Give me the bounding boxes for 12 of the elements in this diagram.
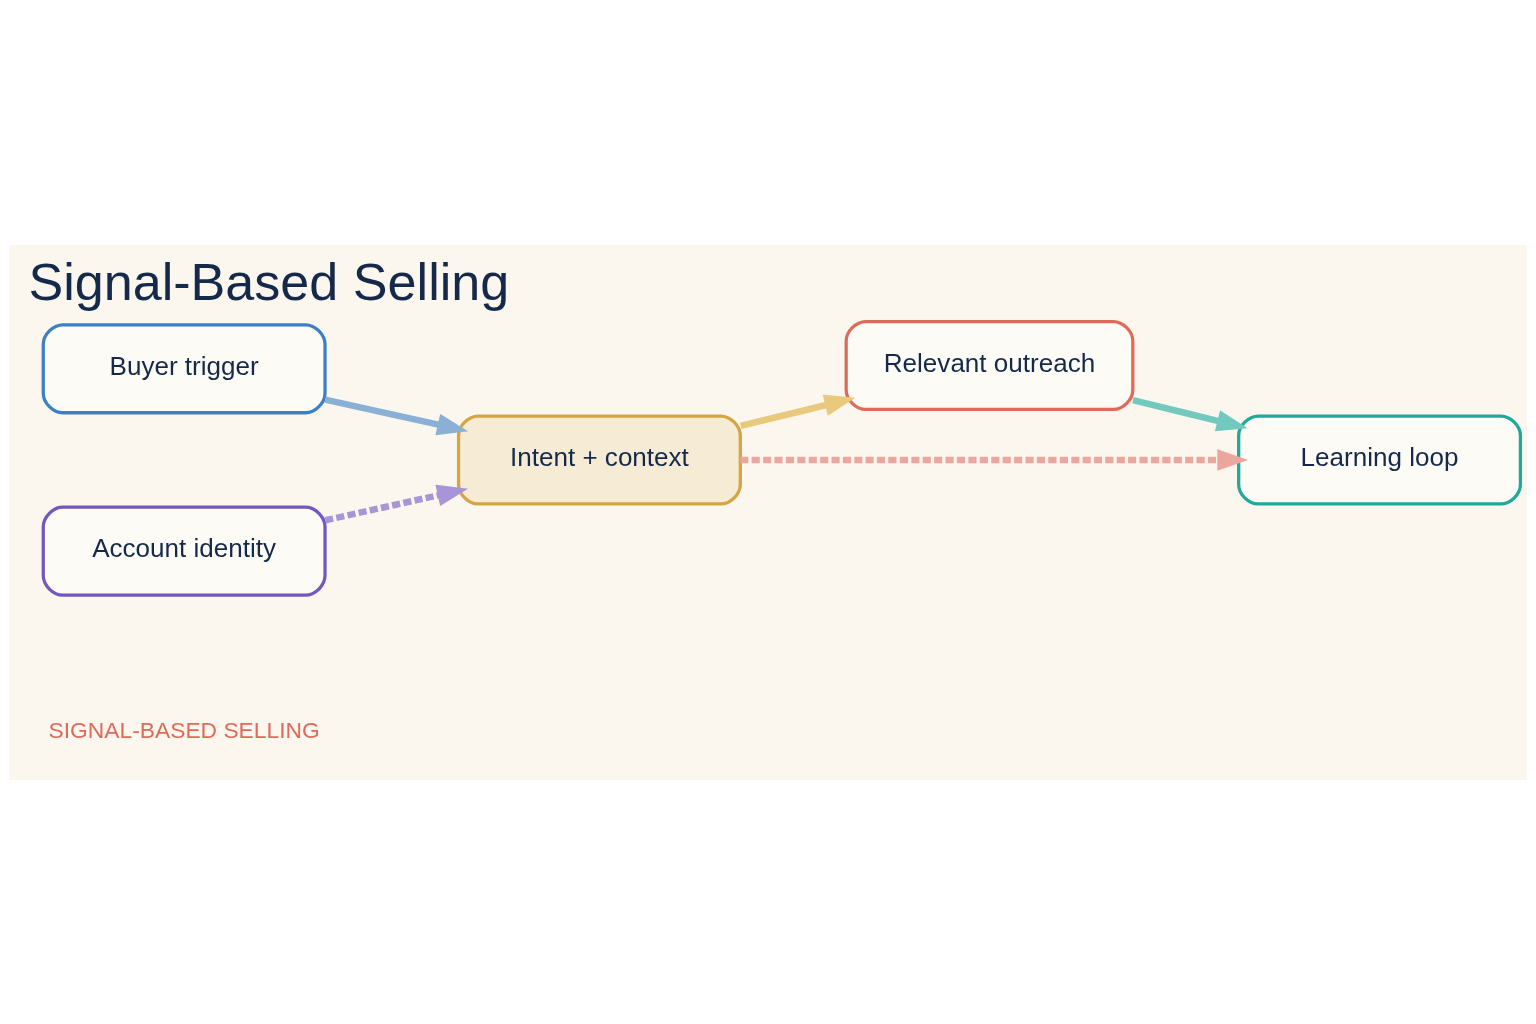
- node-box: Buyer trigger: [41, 322, 327, 414]
- node-box: Intent + context: [456, 413, 742, 506]
- arrow: [1132, 396, 1248, 431]
- node-box: Learning loop: [1237, 413, 1523, 506]
- arrow: [324, 484, 469, 523]
- arrow: [740, 448, 1249, 471]
- node-box: Account identity: [41, 505, 327, 597]
- arrow: [739, 394, 856, 429]
- arrow: [324, 395, 469, 435]
- diagram-title: Signal-Based Selling: [28, 252, 510, 311]
- node-box: Relevant outreach: [844, 319, 1135, 411]
- label: SIGNAL-BASED SELLING: [48, 716, 320, 743]
